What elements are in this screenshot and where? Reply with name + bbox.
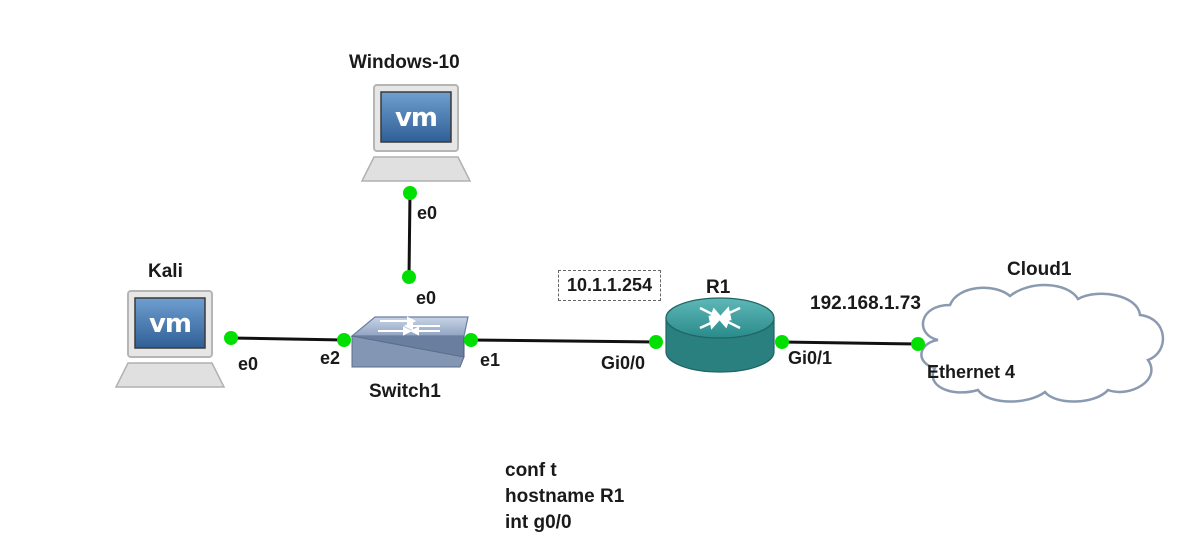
port-router-gi00[interactable] [649,335,663,349]
iface-label-switch-e0: e0 [416,288,437,308]
r1-node[interactable] [665,297,775,373]
port-kali-e0[interactable] [224,331,238,345]
port-cloud-eth4[interactable] [911,337,925,351]
router-icon [665,297,775,373]
cloud-ip-note[interactable]: 192.168.1.73 [810,293,921,314]
link-windows-switch[interactable] [407,192,412,278]
port-switch-e2[interactable] [337,333,351,347]
config-note[interactable]: conf t hostname R1 int g0/0 [505,458,624,536]
router-ip-note[interactable]: 10.1.1.254 [558,270,662,301]
cloud1-node[interactable] [920,283,1165,403]
link-kali-switch[interactable] [230,336,345,342]
switch1-node[interactable] [350,316,469,368]
cloud1-label[interactable]: Cloud1 [1007,259,1072,280]
iface-label-router-gi01: Gi0/1 [788,348,833,368]
config-line: conf t [505,460,557,481]
r1-label[interactable]: R1 [706,277,731,298]
iface-label-switch-e2: e2 [320,348,341,368]
iface-label-windows-e0: e0 [417,203,438,223]
port-switch-e1[interactable] [464,333,478,347]
config-line: int g0/0 [505,512,572,533]
vm-workstation-icon [361,84,471,182]
vm-workstation-icon [115,290,225,388]
port-router-gi01[interactable] [775,335,789,349]
ethernet-switch-icon [350,316,469,368]
iface-label-router-gi00: Gi0/0 [601,353,646,373]
link-router-cloud[interactable] [781,340,919,346]
kali-label[interactable]: Kali [148,261,183,282]
switch1-label[interactable]: Switch1 [369,381,441,402]
iface-label-kali-e0: e0 [238,354,259,374]
config-line: hostname R1 [505,486,625,507]
iface-label-switch-e1: e1 [480,350,501,370]
iface-label-cloud-eth4: Ethernet 4 [927,362,1016,382]
kali-node[interactable] [115,290,225,388]
port-windows-e0[interactable] [403,186,417,200]
windows-10-label[interactable]: Windows-10 [349,52,460,73]
windows-10-node[interactable] [361,84,471,182]
cloud-icon [920,283,1165,403]
link-switch-router[interactable] [470,338,657,344]
port-switch-e0[interactable] [402,270,416,284]
